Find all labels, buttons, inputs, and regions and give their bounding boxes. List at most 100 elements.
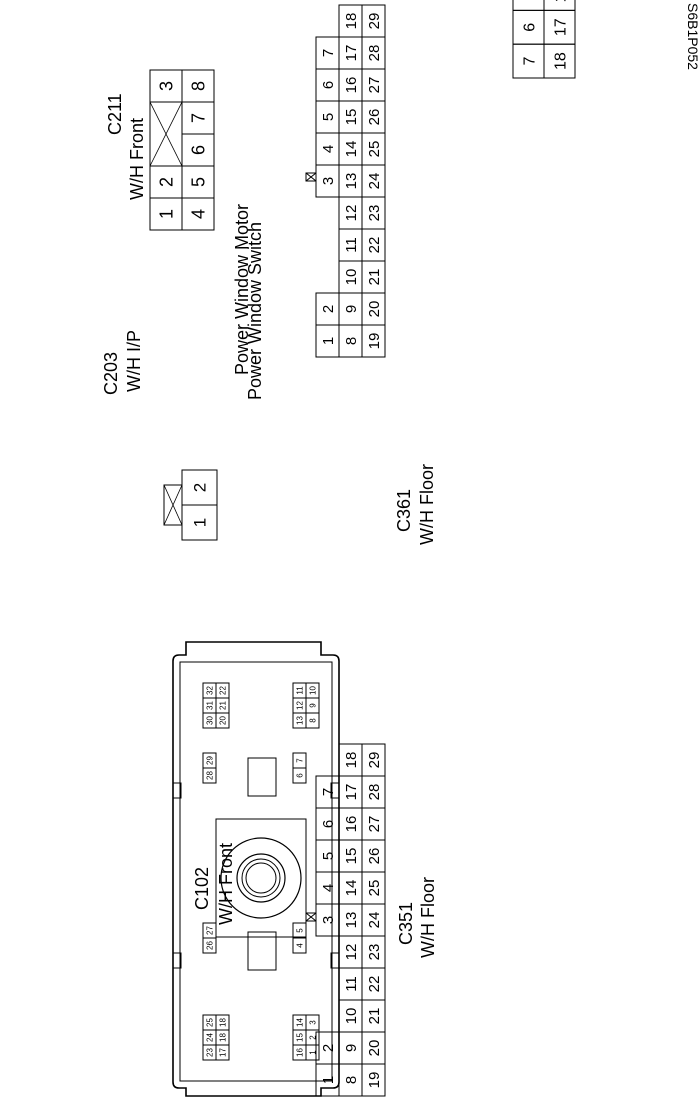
c361-pin-7: 7 xyxy=(320,49,337,57)
pwm-pin-1: 1 xyxy=(191,518,210,527)
pws-pin-1: 1 xyxy=(156,209,176,219)
c361-pin-21: 21 xyxy=(366,269,383,286)
c203-harness: W/H I/P xyxy=(124,330,144,392)
c361-label: C361 xyxy=(394,489,414,532)
c203-pin-7: 7 xyxy=(521,57,538,66)
c351-pin-4: 4 xyxy=(320,884,337,892)
c361-pin-2: 2 xyxy=(320,305,337,313)
c361-pin-27: 27 xyxy=(366,77,383,94)
c102-pin-28: 28 xyxy=(205,771,214,780)
c351-pin-28: 28 xyxy=(366,784,383,801)
c102-pin-29: 29 xyxy=(205,756,214,765)
c102-pin-32: 32 xyxy=(205,686,214,695)
c361-pin-17: 17 xyxy=(343,45,360,62)
c361-pin-29: 29 xyxy=(366,13,383,30)
c102-pin-1: 1 xyxy=(308,1050,317,1055)
c102-cell xyxy=(292,752,307,769)
c351-pin-8: 8 xyxy=(343,1076,360,1084)
c351-pin-1: 1 xyxy=(320,1076,337,1084)
c361-pin-8: 8 xyxy=(343,337,360,345)
c102-pin-9: 9 xyxy=(308,703,317,708)
c203-pin-17: 17 xyxy=(552,18,569,36)
c102-pin-24: 24 xyxy=(205,1033,214,1042)
c351-pin-6: 6 xyxy=(320,820,337,828)
c361-pin-6: 6 xyxy=(320,81,337,89)
pws-pin-5: 5 xyxy=(188,177,208,187)
c102-pin-21: 21 xyxy=(218,701,227,710)
pwm-label: Power Window Motor xyxy=(232,204,252,375)
c203-cell xyxy=(512,0,545,11)
connector-c203: 765432118171615141312111098 xyxy=(512,0,576,79)
c361-pin-12: 12 xyxy=(343,205,360,222)
c351-pin-2: 2 xyxy=(320,1044,337,1052)
c102-pin-23: 23 xyxy=(205,1048,214,1057)
c102-cell xyxy=(305,1014,320,1031)
c102-label: C102 xyxy=(192,867,212,910)
c102-pin-group-g4: 30 31 32 20 21 22 xyxy=(202,682,230,729)
pws-pin-8: 8 xyxy=(188,81,208,91)
c361-pin-14: 14 xyxy=(343,141,360,158)
c351-label: C351 xyxy=(396,902,416,945)
c351-pin-11: 11 xyxy=(343,976,360,992)
c351-pin-3: 3 xyxy=(320,916,337,924)
c361-pin-22: 22 xyxy=(366,237,383,254)
c361-pin-19: 19 xyxy=(366,333,383,350)
c102-pin-30: 30 xyxy=(205,716,214,725)
c351-cell xyxy=(361,743,386,777)
c351-harness: W/H Floor xyxy=(418,877,438,958)
c203-pin-6: 6 xyxy=(521,23,538,32)
c102-pin-26: 26 xyxy=(205,941,214,950)
c361-pin-10: 10 xyxy=(343,269,360,286)
c102-cell xyxy=(215,682,230,699)
c351-pin-18: 18 xyxy=(343,752,360,769)
c361-pin-3: 3 xyxy=(320,177,337,185)
c102-pin-11: 11 xyxy=(295,686,304,695)
c361-pin-13: 13 xyxy=(343,173,360,190)
c203-label: C203 xyxy=(101,352,121,395)
pws-pin-4: 4 xyxy=(188,209,208,219)
c102-pin-7: 7 xyxy=(295,758,304,763)
c361-harness: W/H Floor xyxy=(417,464,437,545)
c203-pin-16: 16 xyxy=(552,0,569,2)
c102-pin-25: 25 xyxy=(205,1018,214,1027)
c102-pin-group-g6: 45 xyxy=(292,922,307,954)
pws-pin-6: 6 xyxy=(188,145,208,155)
c102-pin-group-g7: 67 xyxy=(292,752,307,784)
c102-pin-20: 20 xyxy=(218,716,227,725)
c361-cell xyxy=(361,4,386,38)
connector-power-window-motor: 12 xyxy=(163,469,218,541)
figure-code: S6B1P052 xyxy=(685,3,700,70)
c351-pin-5: 5 xyxy=(320,852,337,860)
c351-pin-26: 26 xyxy=(366,848,383,865)
c102-pin-22: 22 xyxy=(218,686,227,695)
c102-cell xyxy=(202,752,217,769)
c102-pin-10: 10 xyxy=(308,686,317,695)
c351-pin-16: 16 xyxy=(343,816,360,833)
pws-pin-7: 7 xyxy=(188,113,208,123)
c102-pin-group-g3: 28 29 xyxy=(202,752,217,784)
c351-pin-27: 27 xyxy=(366,816,383,833)
c361-pin-20: 20 xyxy=(366,301,383,318)
connector-c102: 2324251718182627282930313220212216151412… xyxy=(172,641,340,1097)
c361-pin-5: 5 xyxy=(320,113,337,121)
c102-pin-18: 18 xyxy=(218,1033,227,1042)
pws-label: Power Window Switch xyxy=(245,222,265,400)
c102-pin-31: 31 xyxy=(205,701,214,710)
c361-pin-28: 28 xyxy=(366,45,383,62)
connector-c351: 1234567891011121314151617181920212223242… xyxy=(305,743,386,1097)
c102-pin-16: 16 xyxy=(295,1048,304,1057)
c361-pin-25: 25 xyxy=(366,141,383,158)
c351-pin-29: 29 xyxy=(366,752,383,769)
c102-pin-14: 14 xyxy=(295,1018,304,1027)
c361-pin-1: 1 xyxy=(320,337,337,345)
pwm-pin-2: 2 xyxy=(191,483,210,492)
c361-pin-24: 24 xyxy=(366,173,383,190)
c102-pin-3: 3 xyxy=(308,1020,317,1025)
c102-cell xyxy=(202,922,217,939)
c351-pin-9: 9 xyxy=(343,1044,360,1052)
c351-pin-19: 19 xyxy=(366,1072,383,1089)
c203-pin-18: 18 xyxy=(552,52,569,70)
